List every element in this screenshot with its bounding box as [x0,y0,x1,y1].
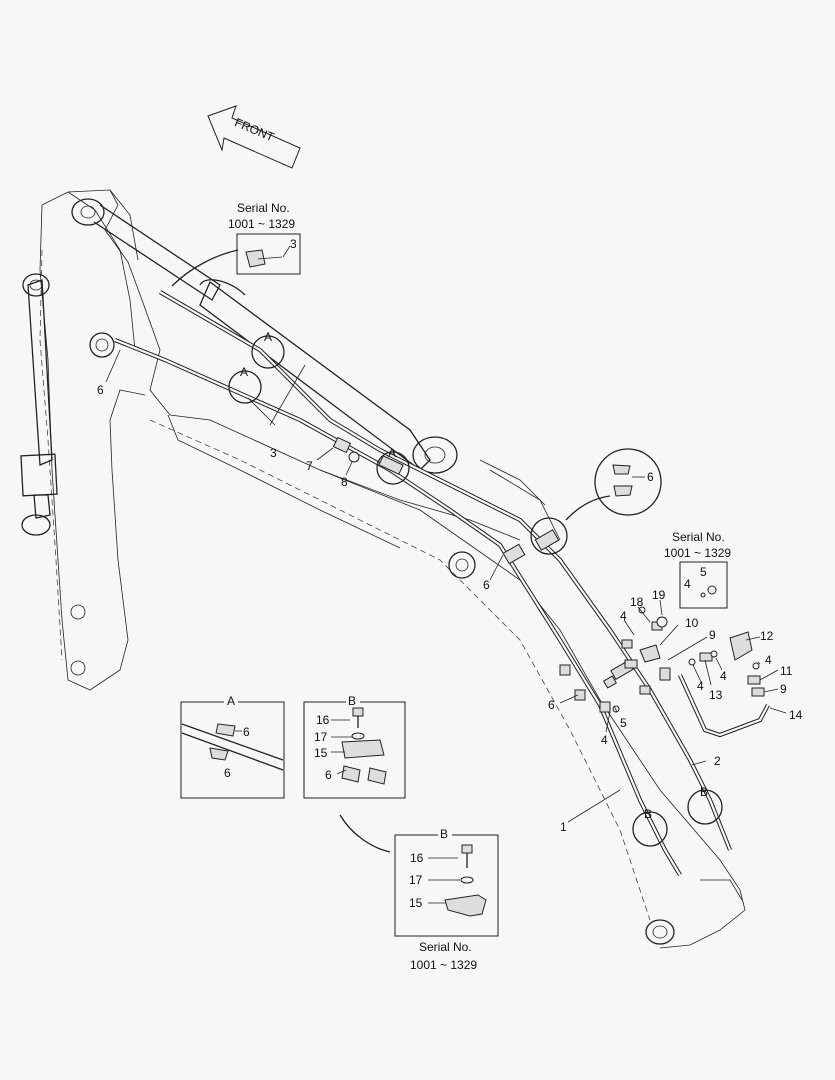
detail-b-title: B [348,694,356,708]
detail-b-callout-17: 17 [314,730,328,744]
boom-structure [39,189,746,949]
view-marker-circles: A A A B B [228,330,723,847]
callout-10: 10 [685,616,699,630]
callout-5: 5 [620,716,627,730]
detail-b-serial-callout-16: 16 [410,851,424,865]
callout-1: 1 [560,820,567,834]
detail-b-serial-callout-17: 17 [409,873,423,887]
callout-12: 12 [760,629,774,643]
view-marker-a1: A [264,330,272,344]
boom-cylinder [20,273,58,536]
zoom-6-callout: 6 [647,470,654,484]
callout-13: 13 [709,688,723,702]
callout-6c: 6 [548,698,555,712]
detail-b-callout-6: 6 [325,768,332,782]
serial-note-1-leader [171,249,239,287]
serial-note-1: Serial No. 1001 ~ 1329 3 [228,201,301,275]
detail-b-callout-16: 16 [316,713,330,727]
callout-4e: 4 [720,669,727,683]
fittings [244,245,765,713]
serial-note-2: Serial No. 1001 ~ 1329 5 4 [664,530,731,609]
callout-4c: 4 [765,653,772,667]
callout-leaders [105,349,787,823]
callout-numbers: 6 3 7 8 6 6 1 2 4 5 4 18 19 10 9 12 4 11… [97,383,803,834]
detail-b-serial-callout-15: 15 [409,896,423,910]
detail-b: B 16 17 15 6 [303,694,406,799]
callout-8: 8 [341,475,348,489]
view-marker-b1: B [644,807,652,821]
serial-note-2-line2: 1001 ~ 1329 [664,546,731,560]
callout-3: 3 [270,446,277,460]
callout-6b: 6 [483,578,490,592]
serial-note-1-line2: 1001 ~ 1329 [228,217,295,231]
detail-a: A 6 6 [180,694,285,799]
callout-2: 2 [714,754,721,768]
callout-4a: 4 [601,733,608,747]
serial-note-1-part: 3 [290,237,297,251]
zoom-clamp-6: 6 [565,448,662,521]
callout-9a: 9 [709,628,716,642]
callout-18: 18 [630,595,644,609]
callout-19: 19 [652,588,666,602]
callout-9b: 9 [780,682,787,696]
callout-14: 14 [789,708,803,722]
serial-note-3-line1: Serial No. [419,940,472,954]
view-marker-b2: B [700,785,708,799]
serial-note-3: Serial No. 1001 ~ 1329 [410,940,477,972]
arm-cylinder [71,198,458,474]
hose-14 [678,674,770,738]
callout-4b: 4 [620,609,627,623]
detail-b-serial-title: B [440,827,448,841]
detail-b-serial: B 16 17 15 [339,814,499,937]
view-marker-a3: A [388,446,396,460]
view-marker-a2: A [240,365,248,379]
detail-a-callout-1: 6 [243,725,250,739]
serial-note-1-line1: Serial No. [237,201,290,215]
callout-11: 11 [780,664,793,678]
callout-6a: 6 [97,383,104,397]
serial-note-2-line1: Serial No. [672,530,725,544]
callout-7: 7 [306,459,313,473]
detail-b-callout-15: 15 [314,746,328,760]
callout-4d: 4 [697,679,704,693]
detail-a-title: A [227,694,235,708]
serial-note-3-line2: 1001 ~ 1329 [410,958,477,972]
front-arrow: FRONT [207,105,301,169]
detail-a-callout-2: 6 [224,766,231,780]
serial-note-2-part-a: 5 [700,565,707,579]
serial-note-2-part-b: 4 [684,577,691,591]
